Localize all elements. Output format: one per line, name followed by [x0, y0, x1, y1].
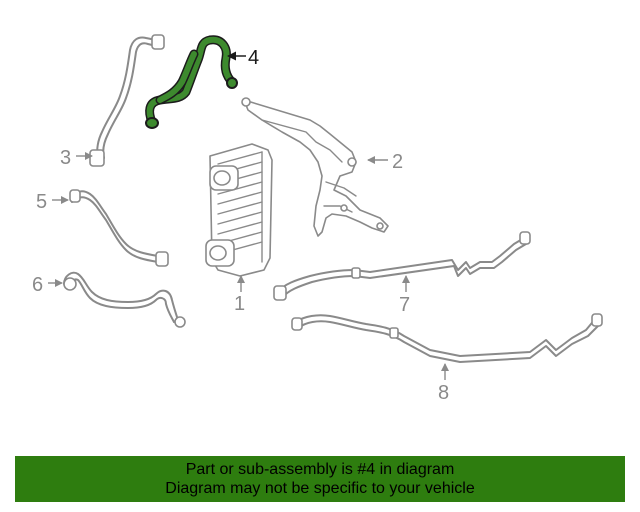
callout-2: 2 [367, 151, 403, 173]
banner-line-part-info: Part or sub-assembly is #4 in diagram [185, 461, 455, 478]
callout-6: 6 [32, 274, 63, 296]
part-2-bracket [241, 97, 389, 237]
callout-8: 8 [438, 363, 449, 404]
callout-number-4: 4 [248, 47, 259, 69]
part-5-tube [69, 189, 169, 267]
callout-number-5: 5 [36, 191, 47, 213]
callout-number-2: 2 [392, 151, 403, 173]
callout-number-1: 1 [234, 293, 245, 315]
part-6-tube [63, 271, 186, 328]
part-7-tube [273, 231, 531, 301]
callout-7: 7 [399, 275, 410, 316]
callout-4: 4 [227, 47, 259, 69]
callout-number-6: 6 [32, 274, 43, 296]
parts-diagram: 1 2 3 4 5 6 7 8 [32, 34, 603, 404]
banner-line-disclaimer: Diagram may not be specific to your vehi… [165, 480, 475, 497]
callout-number-7: 7 [399, 294, 410, 316]
part-1-oil-cooler [205, 143, 273, 277]
callout-3: 3 [60, 147, 93, 169]
callout-number-3: 3 [60, 147, 71, 169]
callout-1: 1 [234, 275, 245, 315]
part-4-hose-highlighted[interactable] [145, 35, 238, 129]
info-banner: Part or sub-assembly is #4 in diagram Di… [15, 456, 625, 502]
part-3-tube [89, 34, 165, 167]
part-8-tube [291, 313, 603, 363]
callout-5: 5 [36, 191, 69, 213]
callout-number-8: 8 [438, 382, 449, 404]
